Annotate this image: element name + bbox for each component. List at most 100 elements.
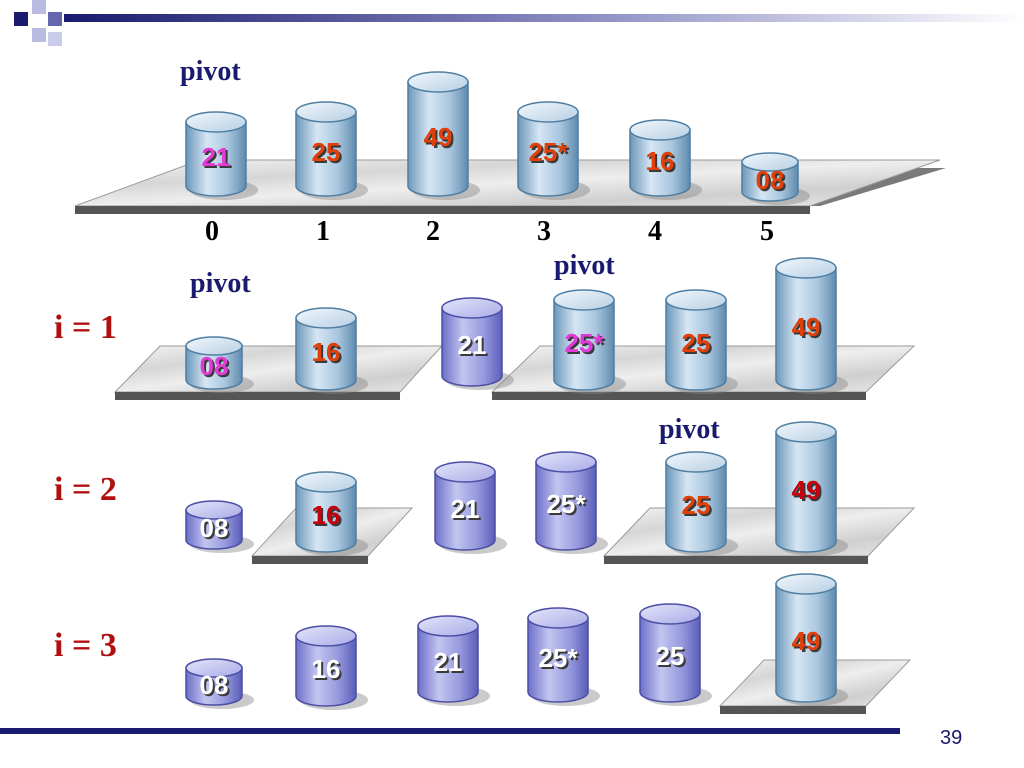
cylinder-body (295, 317, 357, 391)
cylinder-top (665, 451, 727, 473)
cylinder-body (665, 461, 727, 553)
iteration-label-1: i = 1 (54, 309, 117, 346)
cylinder-label: 21 (202, 142, 231, 172)
cylinder-body (553, 299, 615, 391)
cylinder-top (295, 625, 357, 647)
pivot-label-row1-left: pivot (190, 268, 251, 299)
cylinder-label-shadow: 49 (794, 314, 823, 344)
cylinder-label: 25 (312, 137, 341, 167)
cylinder-label: 21 (451, 494, 480, 524)
cylinder-body (417, 625, 479, 703)
cylinder-label-shadow: 16 (314, 339, 343, 369)
cylinder-top (185, 111, 247, 133)
iteration-label-2: i = 2 (54, 471, 117, 508)
cylinder-label-shadow: 49 (426, 124, 455, 154)
cylinder-body (665, 299, 727, 391)
platform-row1-left (113, 345, 444, 400)
cylinder: 25*25* (553, 289, 626, 394)
cylinder-body (185, 509, 243, 550)
cylinder-body (535, 461, 597, 551)
cylinder-top (441, 297, 503, 319)
cylinder-top (417, 615, 479, 637)
cylinder-body (775, 431, 837, 553)
cylinder-label: 25* (528, 137, 568, 167)
cylinder-top (407, 71, 469, 93)
cylinder-top (185, 658, 243, 678)
cylinder-body (639, 613, 701, 703)
header-decoration (14, 0, 1024, 46)
footer-bar (0, 728, 900, 734)
pivot-label-row2: pivot (659, 414, 720, 445)
cylinder-top (295, 101, 357, 123)
cylinder-body (441, 307, 503, 387)
cylinder-body (741, 161, 799, 202)
cylinder-label-shadow: 25 (684, 492, 713, 522)
cylinder-label-shadow: 21 (436, 649, 465, 679)
iteration-label-3: i = 3 (54, 627, 117, 664)
cylinder-body (434, 471, 496, 551)
cylinder-label: 08 (200, 513, 229, 543)
cylinder-top (517, 101, 579, 123)
cylinder-label: 25* (538, 643, 578, 673)
cylinder-label-shadow: 16 (314, 502, 343, 532)
cylinder: 25*25* (535, 451, 608, 554)
cylinder-label: 49 (792, 626, 821, 656)
cylinder-label-shadow: 08 (202, 672, 231, 702)
cylinder-label-shadow: 25 (314, 139, 343, 169)
cylinder-label: 25* (564, 328, 604, 358)
cylinder-body (775, 267, 837, 391)
cylinder-label: 08 (200, 351, 229, 381)
cylinder-label: 49 (792, 312, 821, 342)
cylinder-label-shadow: 21 (460, 332, 489, 362)
index-label: 2 (426, 216, 440, 247)
cylinder-label: 08 (756, 165, 785, 195)
platform-row0 (74, 159, 946, 214)
cylinder-top (527, 607, 589, 629)
index-label: 4 (648, 216, 662, 247)
cylinder-label-shadow: 25 (684, 330, 713, 360)
cylinder: 25*25* (517, 101, 590, 200)
cylinder-top (629, 119, 691, 141)
cylinder-label: 16 (312, 337, 341, 367)
cylinder-label: 21 (458, 330, 487, 360)
cylinder-body (295, 635, 357, 707)
cylinder-top (775, 421, 837, 443)
pivot-label-row0: pivot (180, 56, 241, 87)
cylinder: 25*25* (527, 607, 600, 706)
cylinder-top (185, 336, 243, 356)
cylinder-body (185, 667, 243, 706)
cylinder-body (295, 111, 357, 197)
cylinder-body (185, 345, 243, 390)
cylinder-label: 25 (682, 490, 711, 520)
cylinder-body (407, 81, 469, 197)
cylinder-label-shadow: 25 (658, 643, 687, 673)
cylinder-label-shadow: 21 (453, 496, 482, 526)
cylinder-top (639, 603, 701, 625)
cylinder-label-shadow: 08 (202, 515, 231, 545)
page-number: 39 (940, 727, 962, 749)
cylinder-top (185, 500, 243, 520)
index-label: 1 (316, 216, 330, 247)
cylinder-body (775, 583, 837, 703)
index-label: 5 (760, 216, 774, 247)
cylinder-top (553, 289, 615, 311)
